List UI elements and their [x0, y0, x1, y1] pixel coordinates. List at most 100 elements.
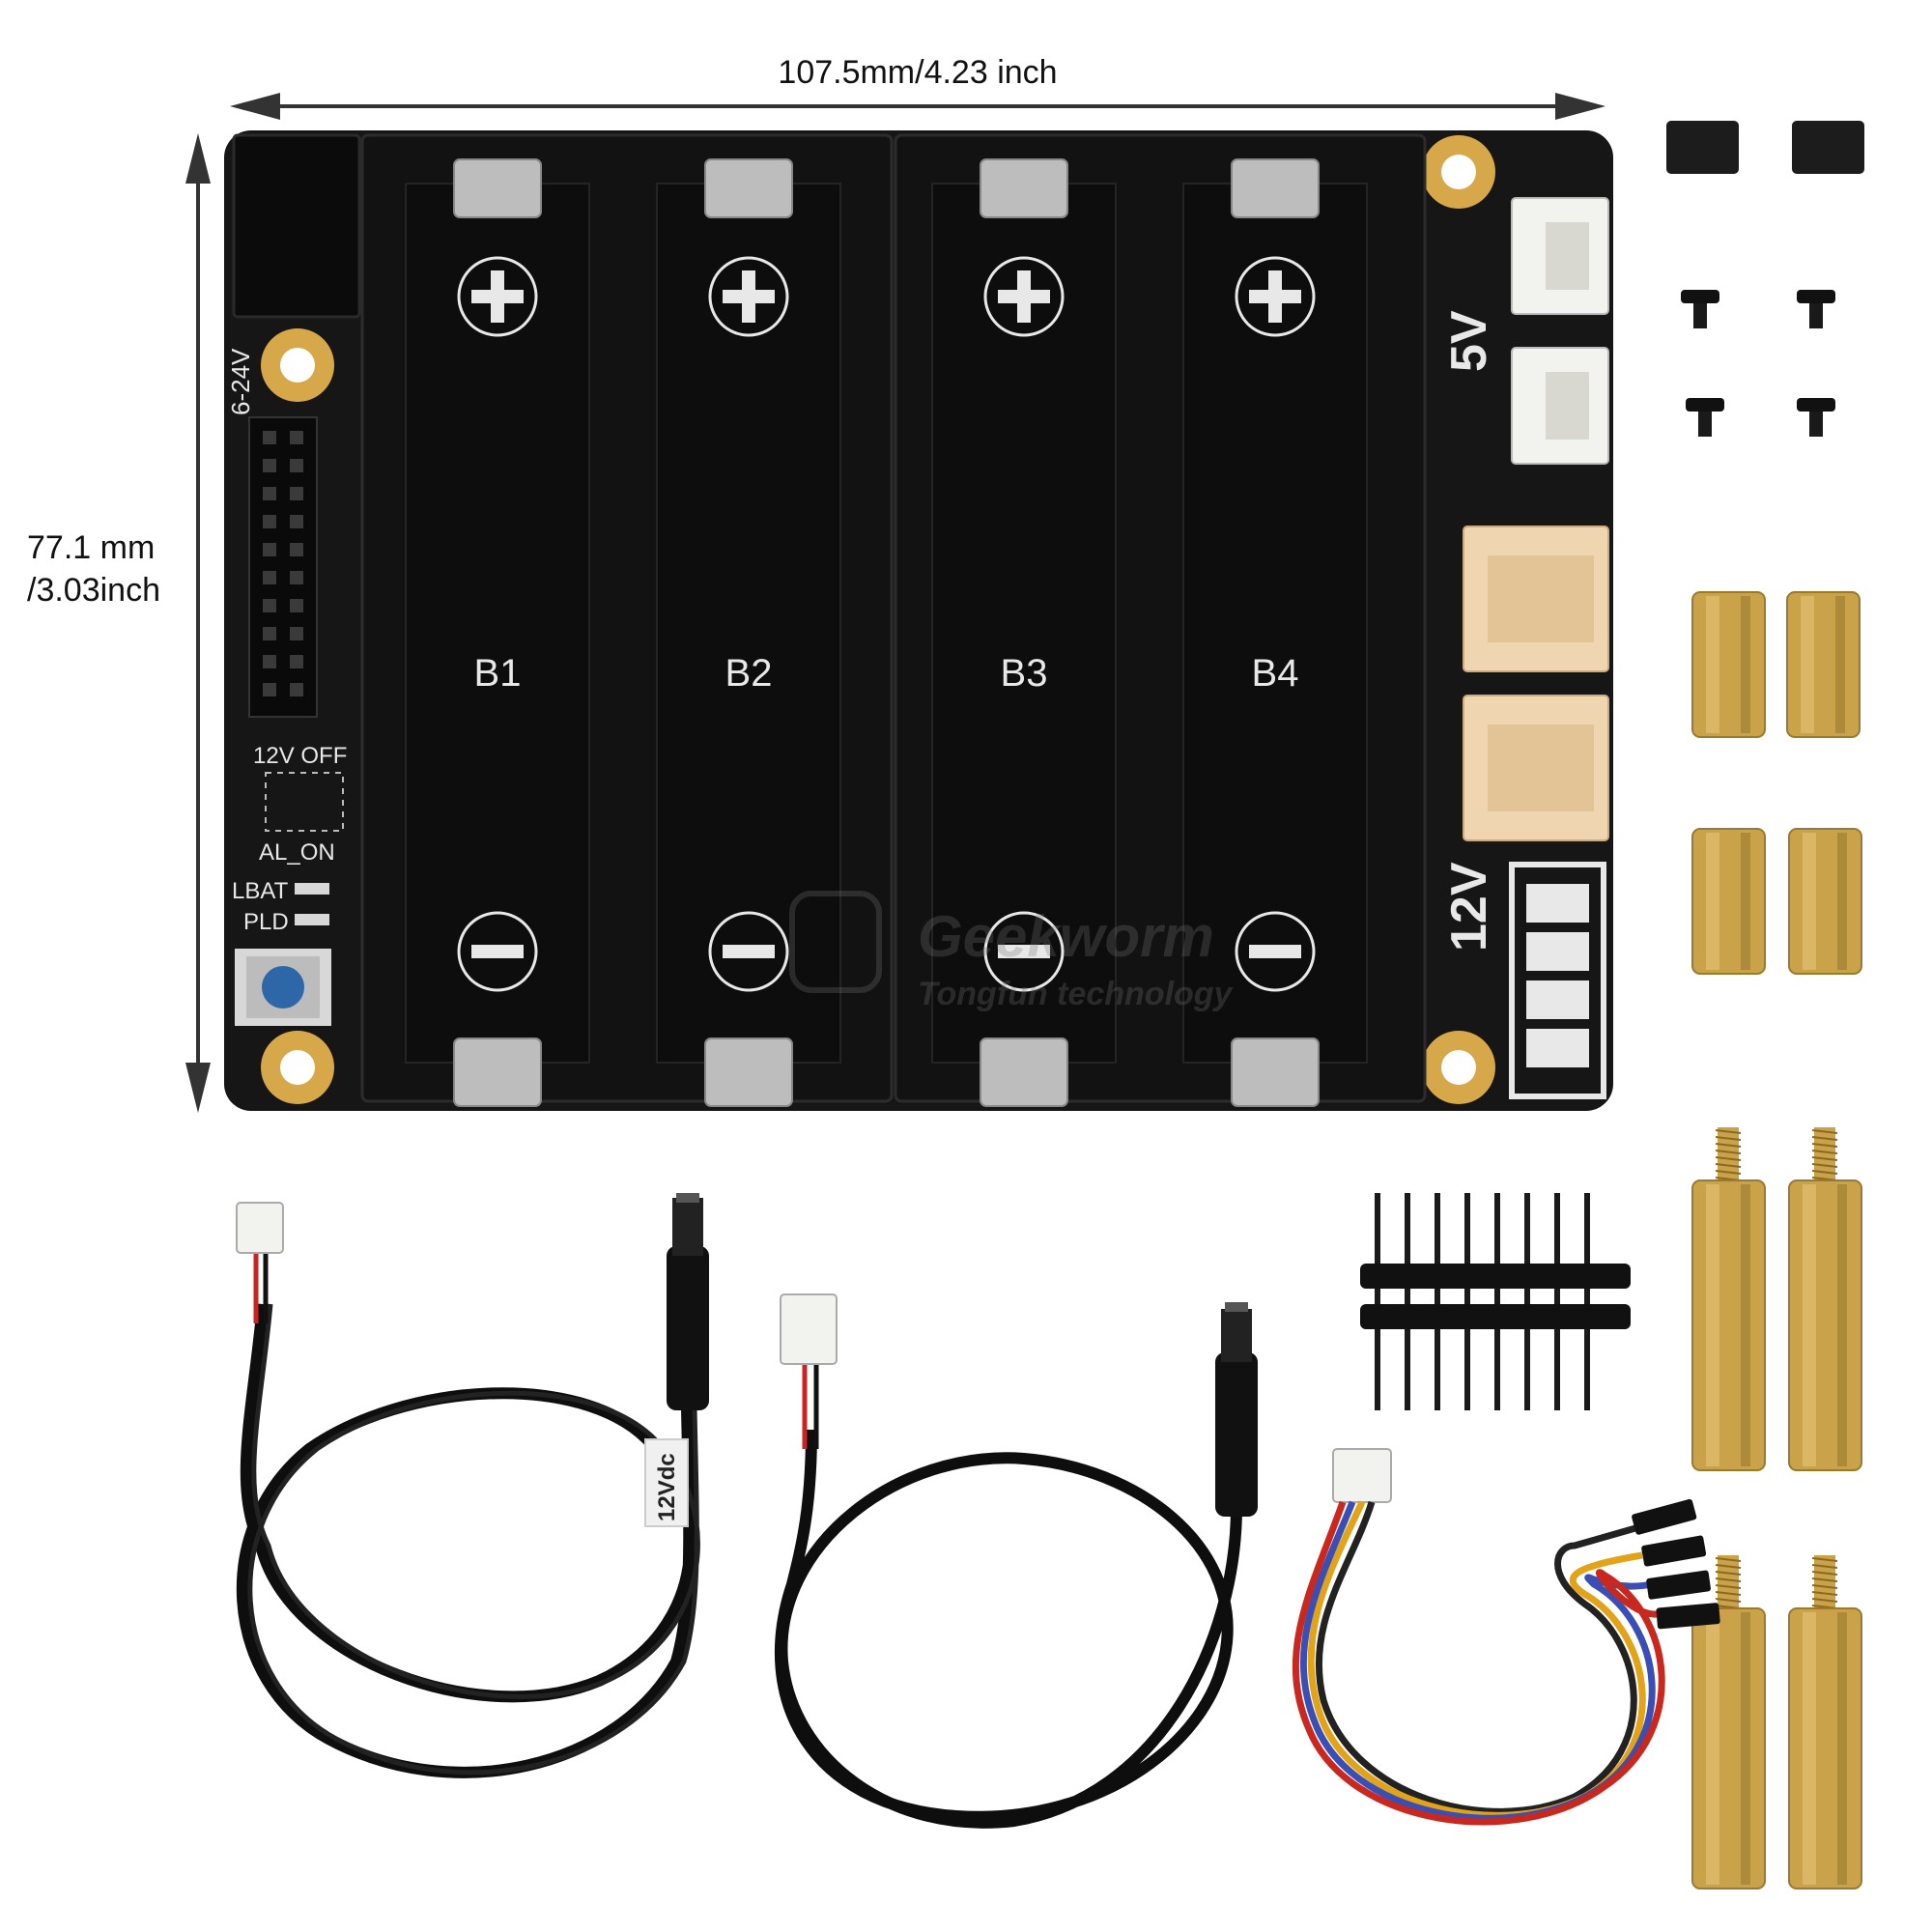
- four-wire-cable: [1292, 1448, 1720, 1826]
- battery-slot-label: B2: [725, 652, 773, 695]
- jst-plug: [236, 1202, 284, 1254]
- watermark: Geekworm Tongfun technology: [789, 891, 1235, 1012]
- gpio-pin: [290, 683, 303, 696]
- brass-standoff: [1691, 1555, 1766, 1889]
- watermark-tagline: Tongfun technology: [918, 976, 1235, 1012]
- dc-jack: [232, 133, 361, 319]
- plus-icon: [708, 256, 789, 337]
- output-12v-area: 12V: [1441, 526, 1609, 1099]
- output-5v-label: 5V: [1441, 310, 1497, 372]
- gpio-pin: [263, 655, 276, 668]
- gpio-header: [248, 416, 318, 718]
- jumper-caps: [1666, 121, 1864, 174]
- cable-tag: [644, 1438, 689, 1527]
- positive-contact: [704, 158, 793, 218]
- dupont-plug: [1656, 1603, 1720, 1630]
- watermark-brand: Geekworm: [918, 904, 1214, 969]
- cable-tag-label: 12Vdc: [654, 1453, 680, 1521]
- gpio-pin: [290, 571, 303, 584]
- negative-contact: [980, 1037, 1068, 1107]
- dc-plug-body: [667, 1246, 709, 1410]
- negative-contact: [453, 1037, 542, 1107]
- gpio-pin: [290, 599, 303, 612]
- screw: [1797, 290, 1835, 328]
- output-5v-area: 5V: [1441, 197, 1609, 465]
- xh-to-dc-cable: [774, 1293, 1258, 1829]
- minus-icon: [457, 911, 538, 992]
- gpio-pin: [263, 431, 276, 444]
- battery-slot-label: B3: [1001, 652, 1048, 695]
- header-pin: [1524, 1193, 1530, 1410]
- brass-standoff: [1786, 591, 1861, 738]
- jst-4pin-plug: [1332, 1448, 1392, 1503]
- gpio-pin: [290, 431, 303, 444]
- height-dimension: 77.1 mm /3.03inch: [27, 133, 211, 1113]
- positive-contact: [980, 158, 1068, 218]
- mode-switch: 12V OFF AL_ON LBAT PLD: [232, 743, 347, 935]
- gpio-pin: [263, 487, 276, 500]
- dupont-plug: [1632, 1498, 1697, 1535]
- battery-slot-b3: B3: [931, 158, 1117, 1107]
- jst-5v-connector: [1511, 347, 1609, 465]
- lbat-label: LBAT: [232, 878, 289, 904]
- header-pin: [1405, 1193, 1410, 1410]
- xh-12v-connector: [1463, 695, 1609, 841]
- height-label-line2: /3.03inch: [27, 572, 160, 609]
- gpio-pin: [263, 543, 276, 556]
- pin-header-strip: [1360, 1193, 1631, 1410]
- battery-level-indicator: [1509, 862, 1606, 1099]
- positive-contact: [453, 158, 542, 218]
- positive-contact: [1231, 158, 1320, 218]
- screw: [1686, 398, 1724, 437]
- xh-12v-connector: [1463, 526, 1609, 672]
- plus-icon: [983, 256, 1065, 337]
- gpio-pin: [290, 515, 303, 528]
- height-label-line1: 77.1 mm: [27, 529, 155, 566]
- gpio-pin: [290, 459, 303, 472]
- header-pin: [1464, 1193, 1470, 1410]
- brass-standoffs: [1691, 591, 1862, 1889]
- screw: [1681, 290, 1719, 328]
- button-cap: [262, 966, 304, 1009]
- header-pin: [1584, 1193, 1590, 1410]
- gpio-pin: [263, 515, 276, 528]
- power-button: [235, 949, 331, 1026]
- gpio-pin: [263, 459, 276, 472]
- input-voltage-label: 6-24V: [226, 348, 255, 415]
- gpio-pin: [263, 683, 276, 696]
- gpio-pin: [263, 627, 276, 640]
- dupont-plug: [1646, 1570, 1711, 1600]
- header-pin: [1554, 1193, 1560, 1410]
- battery-slot-b4: B4: [1182, 158, 1368, 1107]
- dupont-plug: [1641, 1535, 1707, 1567]
- plus-icon: [1235, 256, 1316, 337]
- header-pin: [1375, 1193, 1380, 1410]
- battery-slot-label: B4: [1252, 652, 1299, 695]
- xh-plug: [780, 1293, 838, 1365]
- battery-slot-b1: B1: [405, 158, 590, 1107]
- negative-contact: [704, 1037, 793, 1107]
- header-pin: [1435, 1193, 1440, 1410]
- minus-icon: [983, 911, 1065, 992]
- header-pin: [1494, 1193, 1500, 1410]
- brass-standoff: [1788, 1127, 1862, 1471]
- brass-standoff: [1788, 828, 1862, 975]
- jst-5v-connector: [1511, 197, 1609, 315]
- brass-standoff: [1691, 591, 1766, 738]
- gpio-pin: [290, 655, 303, 668]
- battery-slot-b2: B2: [656, 158, 841, 1107]
- screws: [1681, 290, 1835, 437]
- minus-icon: [1235, 911, 1316, 992]
- gpio-pin: [263, 599, 276, 612]
- battery-ups-board: 6-24V 12V OFF AL_ON LBAT PLD: [224, 130, 1613, 1111]
- brass-standoff: [1691, 1127, 1766, 1471]
- gpio-pin: [290, 487, 303, 500]
- negative-contact: [1231, 1037, 1320, 1107]
- mounting-hole: [261, 1031, 334, 1104]
- gpio-pin: [290, 543, 303, 556]
- screw: [1797, 398, 1835, 437]
- switch-label-top: 12V OFF: [253, 743, 347, 769]
- width-dimension: 107.5mm/4.23 inch: [230, 54, 1605, 120]
- brass-standoff: [1788, 1555, 1862, 1889]
